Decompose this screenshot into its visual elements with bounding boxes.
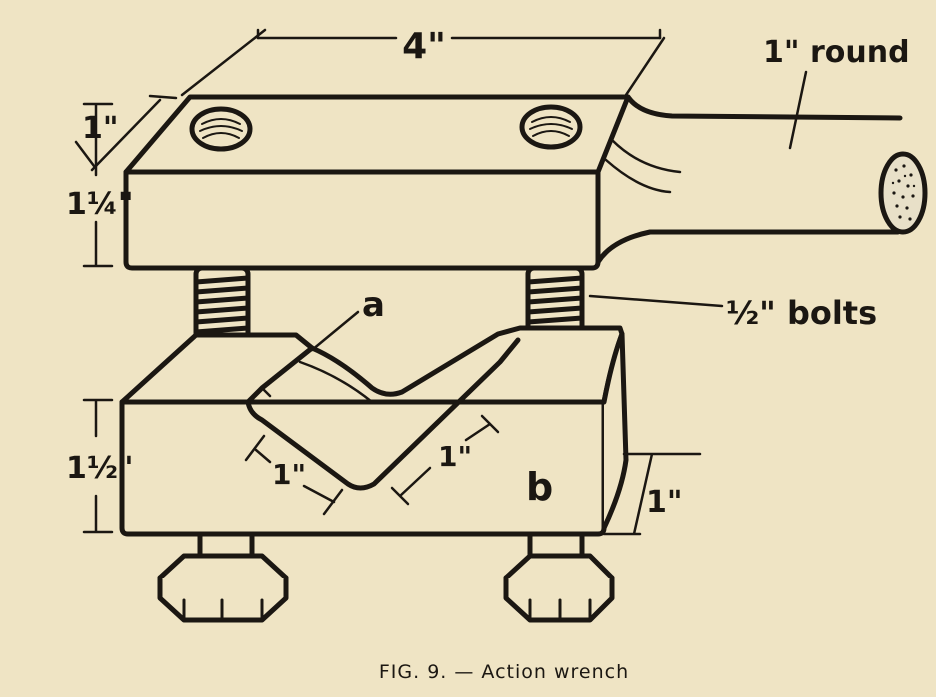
label-width-top: 1" — [82, 111, 119, 146]
label-depth-bottom: 1" — [646, 485, 683, 520]
top-block — [123, 94, 631, 271]
label-part-b: b — [526, 465, 553, 509]
foot-left — [157, 531, 289, 623]
label-part-a: a — [362, 285, 385, 325]
bolt-hole-right — [519, 104, 583, 150]
handle-end — [878, 151, 928, 235]
foot-right — [503, 531, 615, 623]
bottom-block — [119, 325, 629, 537]
label-height-bottom: 1½" — [66, 451, 134, 486]
label-length-top: 4" — [402, 26, 446, 67]
bolt-hole-left — [189, 106, 253, 152]
label-height-top: 1¼" — [66, 187, 134, 222]
label-round: 1" round — [763, 35, 910, 70]
label-bolts: ½" bolts — [726, 294, 877, 332]
figure-caption: FIG. 9. — Action wrench — [379, 661, 629, 683]
dimension-lines — [74, 28, 808, 536]
round-handle — [595, 94, 928, 265]
label-vee-left: 1" — [272, 458, 306, 491]
label-vee-right: 1" — [438, 440, 472, 473]
